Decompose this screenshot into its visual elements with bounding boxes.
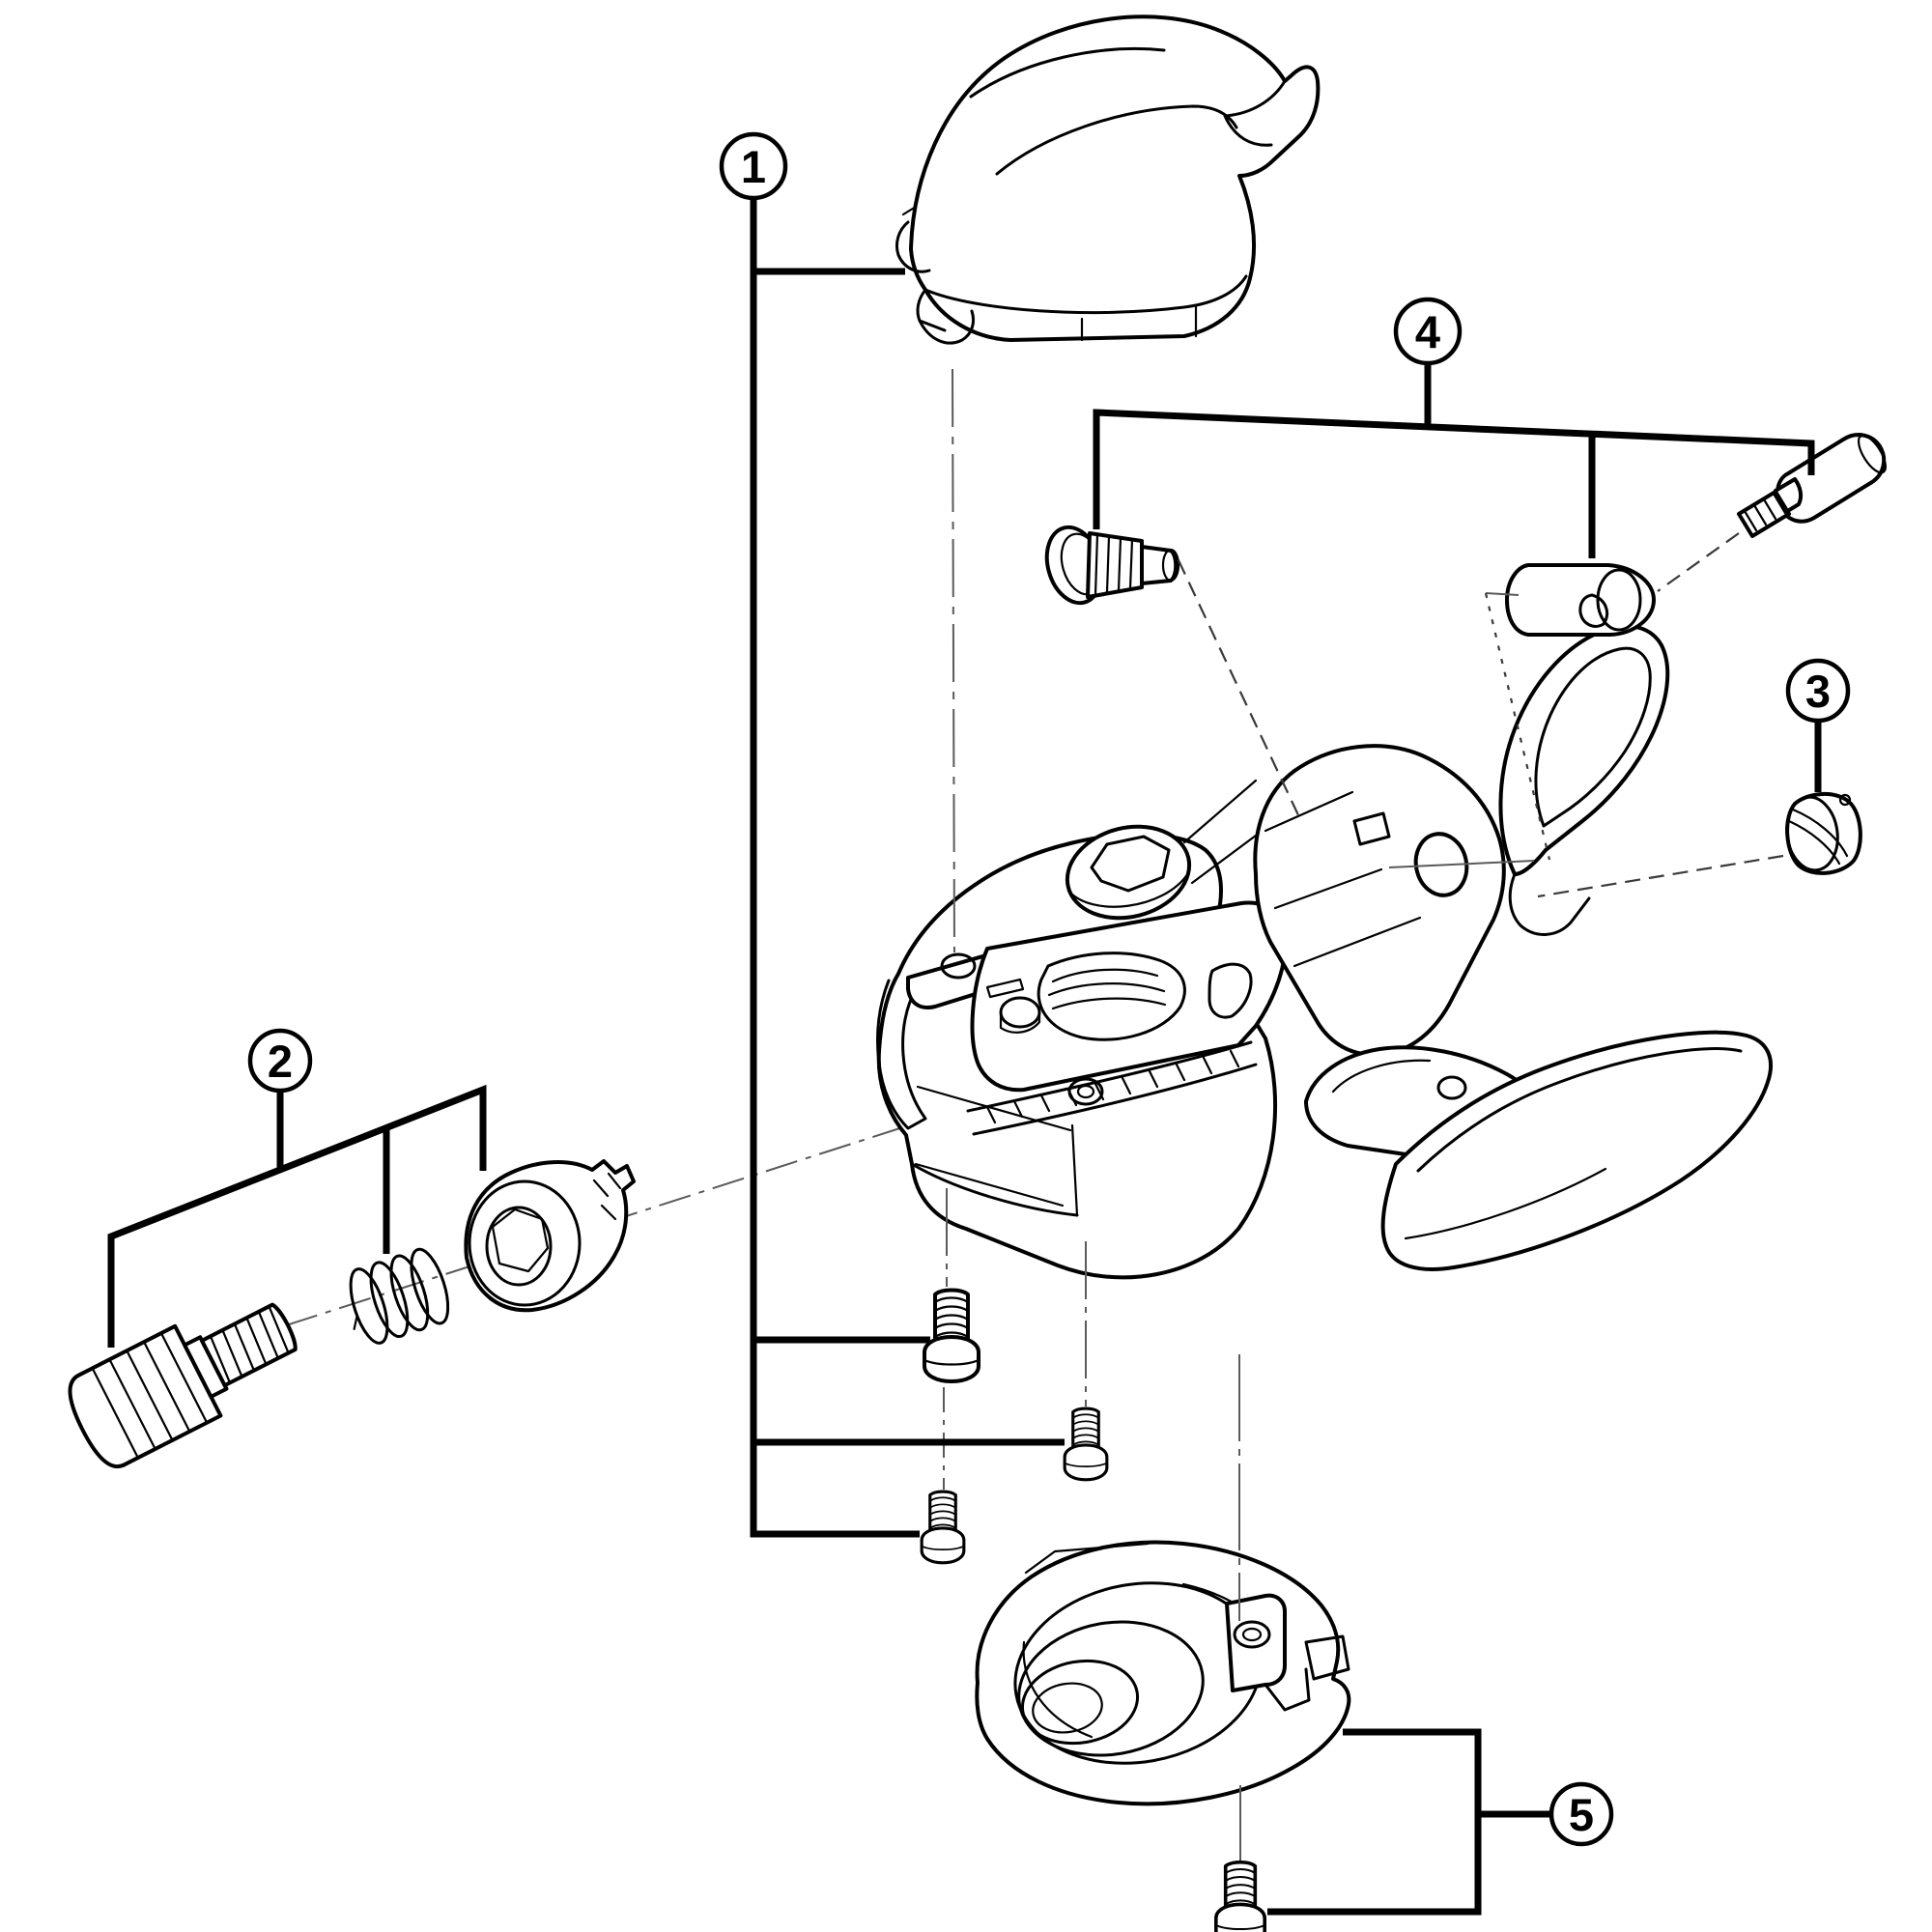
lever-bracket-part [1182, 744, 1506, 1057]
callout-5-circle [1548, 1781, 1614, 1847]
pivot-ring [1065, 824, 1192, 921]
callout-1: 1 [719, 131, 1065, 1538]
screw-a-leader [1178, 559, 1300, 818]
callout-2-number: 2 [268, 1036, 293, 1087]
clamp-bolt-centerline [1388, 860, 1535, 868]
cover-axis-line [952, 368, 955, 953]
callout-2: 2 [107, 1028, 487, 1348]
bottom-cover-part [975, 1540, 1351, 1806]
callout-5-number: 5 [1569, 1789, 1594, 1840]
callout-3: 3 [1785, 658, 1851, 792]
callout-2-circle [247, 1028, 313, 1094]
sleeve-leader-solid [1485, 592, 1520, 596]
slotted-plug-part [1785, 791, 1862, 875]
callout-3-circle [1785, 658, 1851, 724]
fixing-bolt-b-part [1737, 433, 1888, 538]
cover-boss-hole [1233, 1620, 1271, 1649]
leader-lines [943, 368, 1784, 1861]
fixing-screw-a-part [1044, 525, 1180, 606]
bolt-b-leader [1657, 532, 1740, 592]
sleeve-pin-part [1505, 563, 1656, 637]
callout-4-number: 4 [1415, 306, 1440, 357]
main-body-part [876, 824, 1288, 1280]
callout-4: 4 [1093, 297, 1815, 558]
callout-1-circle [719, 131, 788, 201]
fixing-screw-3-part [920, 1490, 966, 1565]
adjuster-nut-part [464, 1159, 636, 1313]
clamp-band-part [1498, 595, 1670, 936]
callout-3-number: 3 [1805, 666, 1831, 717]
main-shift-lever-part [1380, 1030, 1773, 1271]
sleeve-leader-dotted [1484, 592, 1551, 861]
callout-1-number: 1 [741, 141, 766, 192]
cable-adjust-bolt-part [68, 1302, 298, 1469]
callout-4-circle [1393, 297, 1463, 366]
plug-leader [1537, 854, 1784, 898]
fixing-screw-2-part [1063, 1406, 1109, 1482]
return-spring-part [349, 1247, 450, 1345]
top-cover-part [895, 14, 1321, 345]
fixing-screw-1-part [923, 1288, 980, 1383]
cover-screw-5-part [1214, 1860, 1266, 1932]
release-lever-hole [1436, 1075, 1467, 1100]
callout-5: 5 [1267, 1728, 1614, 1916]
body-screw-hole [940, 952, 977, 980]
